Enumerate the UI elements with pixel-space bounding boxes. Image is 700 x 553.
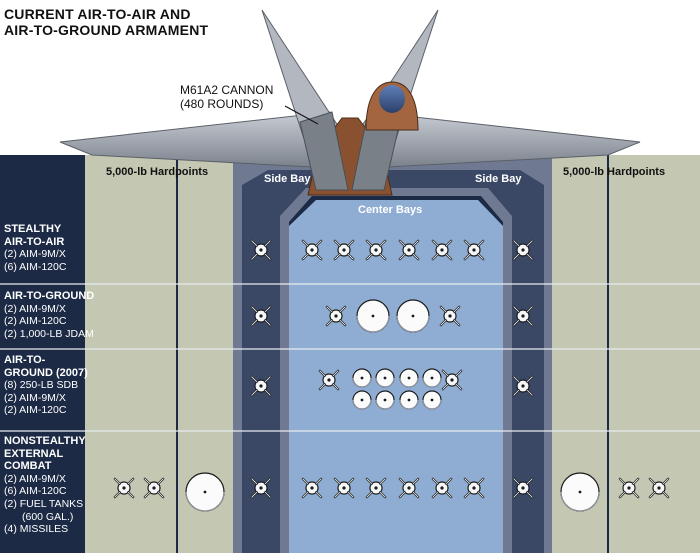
aim-120-missile-icon xyxy=(463,239,485,261)
cannon-leader-line xyxy=(284,105,319,125)
aim-120-missile-icon xyxy=(301,477,323,499)
aim-120-missile-icon xyxy=(441,369,463,391)
aim-9-missile-icon xyxy=(250,477,272,499)
aim-9-missile-icon xyxy=(512,239,534,261)
header-hardpoints-right: 5,000-lb Hardpoints xyxy=(563,166,666,178)
header-hardpoints-left: 5,000-lb Hardpoints xyxy=(106,166,209,178)
row-1-caption-1: STEALTHY xyxy=(4,223,62,235)
aim-120-missile-icon xyxy=(398,477,420,499)
row-3-item-1: (8) 250-LB SDB xyxy=(4,379,79,392)
sdb-bomb-icon xyxy=(375,390,395,410)
header-side-bay-left: Side Bay xyxy=(264,173,311,185)
row-2-caption-1: AIR-TO-GROUND xyxy=(4,290,95,302)
hardpoint-column-left-outer xyxy=(85,155,176,553)
jdam-bomb-icon xyxy=(396,299,430,333)
row-2-item-1: (2) AIM-9M/X xyxy=(4,302,66,315)
aim-9-missile-icon xyxy=(250,239,272,261)
aim-120-missile-icon xyxy=(365,239,387,261)
aim-120-missile-icon xyxy=(431,477,453,499)
title-line-1: CURRENT AIR-TO-AIR AND xyxy=(4,6,191,22)
aim-120-missile-icon xyxy=(398,239,420,261)
cannon-callout-line-1: M61A2 CANNON xyxy=(180,83,274,97)
row-2-item-2: (2) AIM-120C xyxy=(4,315,67,328)
row-4-caption-3: COMBAT xyxy=(4,460,52,473)
sdb-bomb-icon xyxy=(422,390,442,410)
aim-120-missile-icon xyxy=(365,477,387,499)
external-missile-icon xyxy=(143,477,165,499)
row-1-item-2: (6) AIM-120C xyxy=(4,260,67,273)
row-3-caption-1: AIR-TO- xyxy=(4,354,46,366)
aim-120-missile-icon xyxy=(325,305,347,327)
row-label-air-to-ground: AIR-TO-GROUND (2) AIM-9M/X (2) AIM-120C … xyxy=(4,290,94,340)
row-4-caption-2: EXTERNAL xyxy=(4,447,64,460)
weapon-icons xyxy=(113,239,670,512)
cannon-callout-line-2: (480 ROUNDS) xyxy=(180,97,264,111)
row-4-caption-1: NONSTEALTHY xyxy=(4,435,86,447)
title-line-2: AIR-TO-GROUND ARMAMENT xyxy=(4,22,209,38)
side-bay-inner xyxy=(242,170,544,553)
sdb-bomb-icon xyxy=(375,368,395,388)
row-label-air-to-ground-2007: AIR-TO- GROUND (2007) (8) 250-LB SDB (2)… xyxy=(4,354,88,417)
row-3-caption-2: GROUND (2007) xyxy=(4,366,88,379)
row-label-nonstealthy-external: NONSTEALTHY EXTERNAL COMBAT (2) AIM-9M/X… xyxy=(4,435,86,536)
aim-120-missile-icon xyxy=(301,239,323,261)
row-2-item-3: (2) 1,000-LB JDAM xyxy=(4,327,94,340)
header-center-bays: Center Bays xyxy=(358,204,423,216)
aim-9-missile-icon xyxy=(512,305,534,327)
f22-aircraft xyxy=(59,9,641,196)
row-4-item-5: (4) MISSILES xyxy=(4,523,69,536)
fuel-tank-icon xyxy=(560,472,600,512)
sdb-bomb-icon xyxy=(352,390,372,410)
aim-9-missile-icon xyxy=(250,305,272,327)
external-missile-icon xyxy=(648,477,670,499)
row-dividers xyxy=(0,283,700,432)
aim-120-missile-icon xyxy=(333,477,355,499)
row-4-item-4: (600 GAL.) xyxy=(22,510,74,523)
aim-120-missile-icon xyxy=(439,305,461,327)
aim-120-missile-icon xyxy=(318,369,340,391)
row-3-item-2: (2) AIM-9M/X xyxy=(4,391,66,404)
aim-9-missile-icon xyxy=(512,477,534,499)
aim-120-missile-icon xyxy=(431,239,453,261)
fuel-tank-icon xyxy=(185,472,225,512)
external-missile-icon xyxy=(113,477,135,499)
aim-120-missile-icon xyxy=(333,239,355,261)
jdam-bomb-icon xyxy=(356,299,390,333)
aim-9-missile-icon xyxy=(250,375,272,397)
sdb-bomb-icon xyxy=(399,368,419,388)
sdb-bomb-icon xyxy=(399,390,419,410)
sdb-bomb-icon xyxy=(352,368,372,388)
aim-9-missile-icon xyxy=(512,375,534,397)
row-4-item-3: (2) FUEL TANKS xyxy=(4,497,84,510)
sdb-bomb-icon xyxy=(422,368,442,388)
aim-120-missile-icon xyxy=(463,477,485,499)
row-label-stealthy-air-to-air: STEALTHY AIR-TO-AIR (2) AIM-9M/X (6) AIM… xyxy=(4,223,66,273)
center-bay-area xyxy=(289,200,503,553)
external-missile-icon xyxy=(618,477,640,499)
row-3-item-3: (2) AIM-120C xyxy=(4,404,67,417)
row-1-item-1: (2) AIM-9M/X xyxy=(4,248,66,261)
row-4-item-1: (2) AIM-9M/X xyxy=(4,472,66,485)
row-1-caption-2: AIR-TO-AIR xyxy=(4,235,65,248)
header-side-bay-right: Side Bay xyxy=(475,173,522,185)
row-4-item-2: (6) AIM-120C xyxy=(4,485,67,498)
